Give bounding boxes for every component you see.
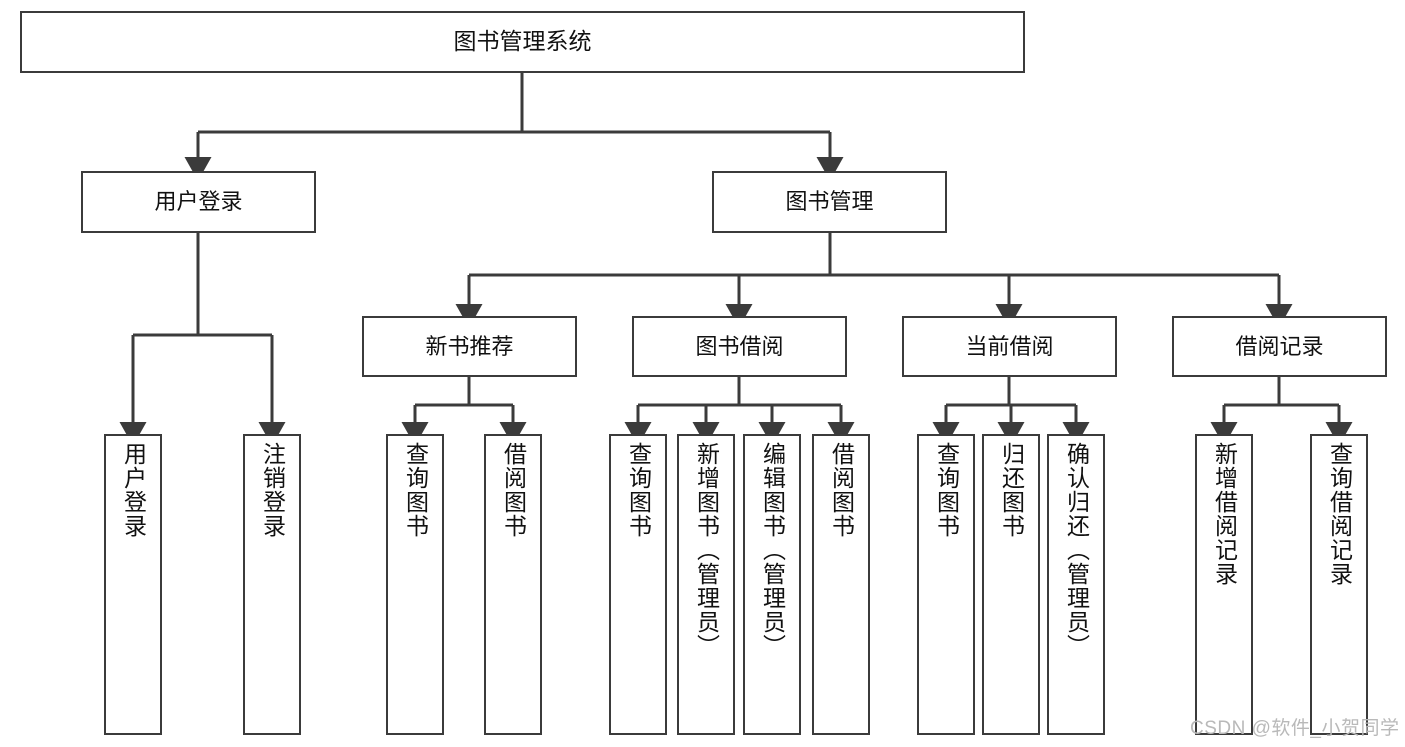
node-label: 用户登录	[120, 442, 147, 538]
leaf-edit-book-admin[interactable]: 编辑图书（管理员）	[743, 434, 801, 735]
node-label: 图书管理	[785, 189, 874, 215]
node-label: 编辑图书（管理员）	[759, 442, 786, 658]
leaf-confirm-return-admin[interactable]: 确认归还（管理员）	[1047, 434, 1105, 735]
leaf-return-book[interactable]: 归还图书	[982, 434, 1040, 735]
node-label: 新增图书（管理员）	[693, 442, 720, 658]
node-label: 归还图书	[998, 442, 1025, 538]
node-label: 图书管理系统	[453, 28, 592, 55]
leaf-logout-login[interactable]: 注销登录	[243, 434, 301, 735]
node-label: 图书借阅	[695, 333, 784, 359]
node-label: 查询图书	[933, 442, 960, 538]
node-label: 查询图书	[625, 442, 652, 538]
node-root-system[interactable]: 图书管理系统	[20, 11, 1025, 73]
node-label: 当前借阅	[965, 333, 1054, 359]
leaf-borrow-book[interactable]: 借阅图书	[812, 434, 870, 735]
node-label: 注销登录	[259, 442, 286, 538]
node-label: 用户登录	[154, 189, 243, 215]
node-current-borrow[interactable]: 当前借阅	[902, 316, 1117, 377]
node-label: 查询图书	[402, 442, 429, 538]
leaf-query-book-recommend[interactable]: 查询图书	[386, 434, 444, 735]
node-label: 确认归还（管理员）	[1063, 442, 1090, 658]
leaf-query-book-borrow[interactable]: 查询图书	[609, 434, 667, 735]
leaf-borrow-book-recommend[interactable]: 借阅图书	[484, 434, 542, 735]
node-new-book-recommend[interactable]: 新书推荐	[362, 316, 577, 377]
node-book-manage[interactable]: 图书管理	[712, 171, 947, 233]
node-label: 借阅图书	[500, 442, 527, 538]
leaf-add-borrow-record[interactable]: 新增借阅记录	[1195, 434, 1253, 735]
node-label: 新书推荐	[425, 333, 514, 359]
node-label: 查询借阅记录	[1326, 442, 1353, 586]
leaf-query-borrow-record[interactable]: 查询借阅记录	[1310, 434, 1368, 735]
node-label: 借阅记录	[1235, 333, 1324, 359]
leaf-user-login[interactable]: 用户登录	[104, 434, 162, 735]
node-book-borrow[interactable]: 图书借阅	[632, 316, 847, 377]
leaf-query-book-current[interactable]: 查询图书	[917, 434, 975, 735]
node-borrow-record[interactable]: 借阅记录	[1172, 316, 1387, 377]
node-label: 借阅图书	[828, 442, 855, 538]
leaf-add-book-admin[interactable]: 新增图书（管理员）	[677, 434, 735, 735]
node-user-login[interactable]: 用户登录	[81, 171, 316, 233]
node-label: 新增借阅记录	[1211, 442, 1238, 586]
